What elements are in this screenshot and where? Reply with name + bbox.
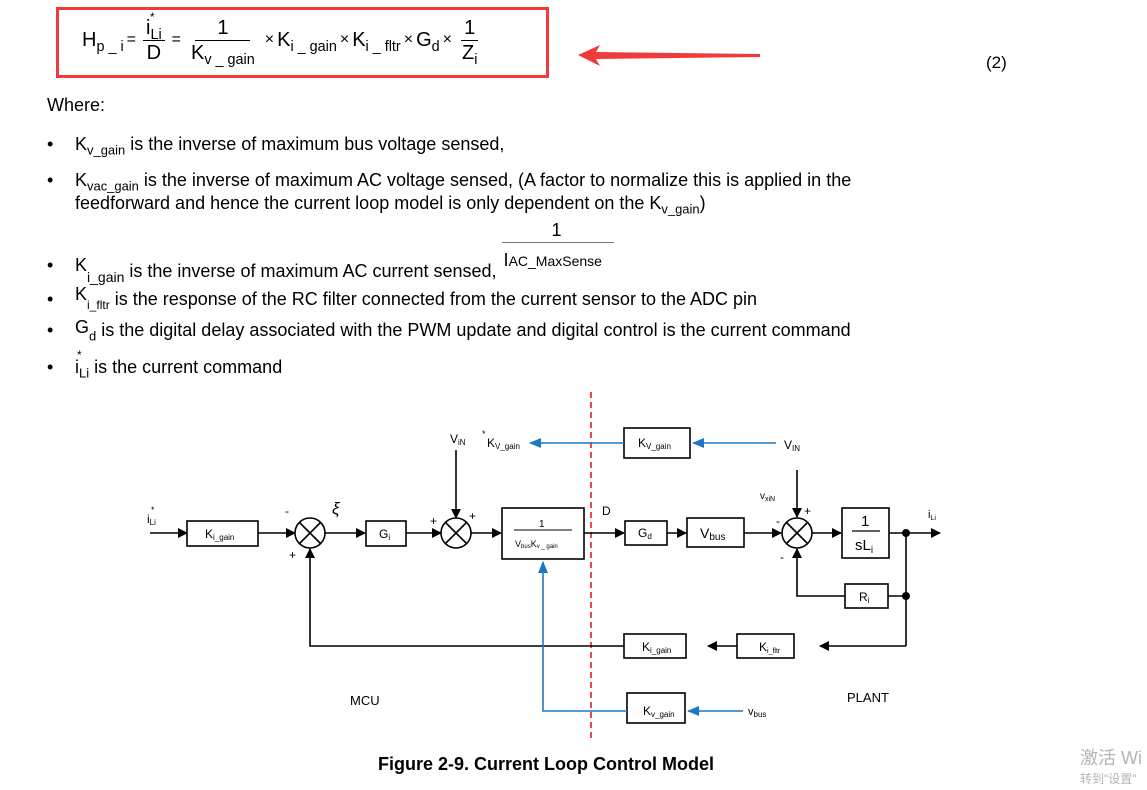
eq-ki-gain: Ki _ gain (277, 28, 337, 55)
current-loop-block-diagram: iLi * Ki_gain - + ξ Gi + + ViN * KV_gain… (147, 392, 941, 738)
eq-lhs: Hp _ i (82, 28, 124, 55)
vbus-label: Vbus (700, 525, 725, 543)
xi-label: ξ (332, 499, 341, 518)
svg-text:-: - (780, 550, 784, 564)
svg-text:+: + (469, 509, 476, 523)
inv-vbus-kv-block (501, 507, 585, 560)
vxin-label: vxiN (760, 491, 775, 503)
vbus-block (686, 517, 745, 548)
ki-fltr-label: Ki_fltr (759, 640, 781, 655)
plant-1-over-sli-block (841, 507, 890, 559)
plant-den: sLi (855, 537, 873, 556)
red-arrow-annotation (578, 45, 760, 66)
kv-gain-top-label: KV_gain (638, 436, 671, 451)
d-label: D (602, 504, 611, 518)
mcu-label: MCU (350, 693, 380, 708)
vbus-to-inv-block-arrow (538, 561, 627, 712)
node-dot-2 (902, 592, 910, 600)
plant-label: PLANT (847, 690, 889, 705)
equation: Hp _ i = i*Li D = 1 Kv _ gain × Ki _ gai… (82, 10, 484, 68)
activation-watermark-subtext: 转到"设置" (1080, 772, 1137, 786)
svg-text:*: * (482, 429, 486, 439)
svg-text:*: * (151, 505, 155, 515)
gd-label: Gd (638, 526, 652, 541)
inv-block-den: VbusKv _ gain (515, 539, 558, 550)
eq-equals: = (126, 31, 136, 48)
ki-fltr-fb-block (736, 633, 795, 659)
eq-frac-kv-gain: 1 Kv _ gain (191, 16, 255, 68)
eq-gd: Gd (416, 28, 440, 55)
figure-caption: Figure 2-9. Current Loop Control Model (378, 754, 714, 774)
eq-ki-fltr: Ki _ fltr (352, 28, 401, 55)
eq-frac-zi: 1 Zi (461, 16, 479, 68)
svg-text:+: + (804, 504, 811, 518)
svg-text:1: 1 (539, 519, 545, 530)
vbus-input-label: vbus (748, 706, 766, 719)
ki-gain-fwd-label: Ki_gain (205, 527, 234, 542)
kv-gain-left-label: KV_gain (487, 436, 520, 451)
svg-text:-: - (285, 504, 289, 518)
vin-right-label: VIN (784, 438, 800, 453)
vin-left-label: ViN (450, 432, 466, 447)
kv-gain-top-block (623, 427, 691, 459)
input-label: iLi (147, 512, 156, 527)
eq-frac-ili-over-d: i*Li D (143, 10, 165, 65)
node-dot-1 (902, 529, 910, 537)
ri-block (844, 583, 889, 609)
output-label: iLi (928, 509, 936, 522)
activation-watermark: 激活 Wi (1080, 748, 1142, 768)
where-label: Where: (47, 95, 106, 115)
ri-label: Ri (859, 590, 870, 605)
gi-label: Gi (379, 527, 390, 542)
equation-highlight-box (56, 7, 549, 78)
svg-text:-: - (776, 514, 780, 528)
ki-gain-fb-label: Ki_gain (642, 640, 671, 655)
kv-gain-bottom-block (626, 692, 686, 724)
equation-number: (2) (986, 53, 1007, 72)
svg-text:1: 1 (861, 513, 869, 530)
svg-text:+: + (430, 514, 437, 528)
ki-gain-fb-block (623, 633, 687, 659)
svg-text:+: + (289, 548, 296, 562)
kv-gain-bottom-label: Kv_gain (643, 704, 675, 719)
